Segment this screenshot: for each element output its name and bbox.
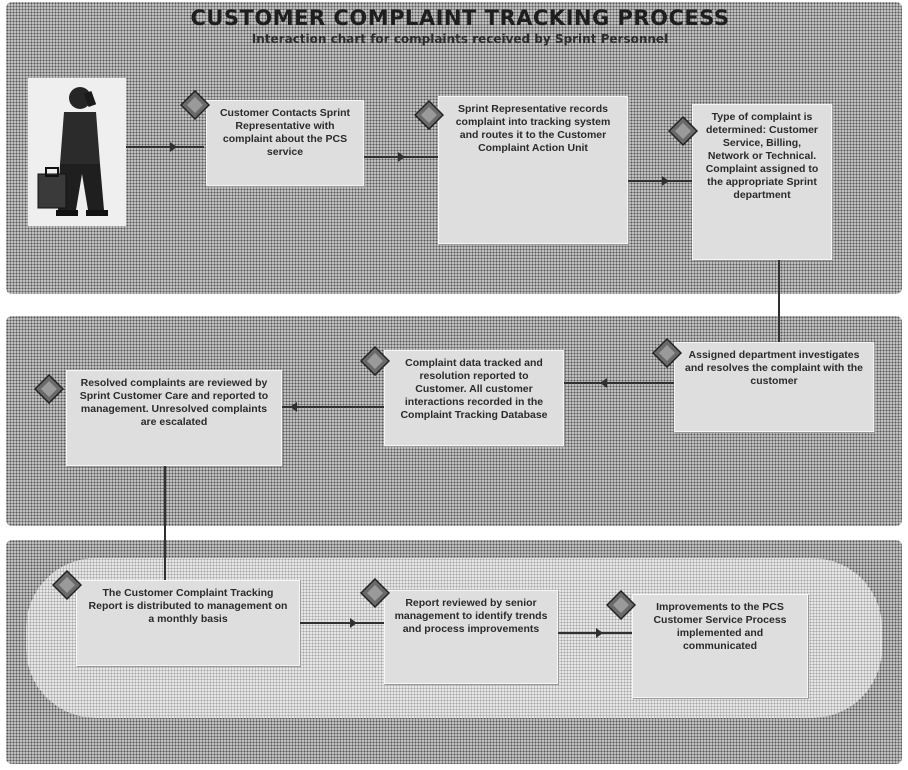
step-6-box: Resolved complaints are reviewed by Spri…	[66, 370, 282, 466]
step-4-text: Assigned department investigates and res…	[685, 349, 863, 387]
step-3-text: Type of complaint is determined: Custome…	[705, 111, 819, 201]
step-3-box: Type of complaint is determined: Custome…	[692, 104, 832, 260]
step-9-text: Improvements to the PCS Customer Service…	[653, 601, 787, 652]
page-title: CUSTOMER COMPLAINT TRACKING PROCESS	[190, 6, 730, 30]
connector-step-7-to-step-8	[300, 622, 384, 624]
step-3-marker-icon	[668, 116, 698, 146]
connector-step-5-to-step-6	[282, 406, 384, 408]
step-1-marker-icon	[180, 90, 210, 120]
step-8-box: Report reviewed by senior management to …	[384, 590, 558, 684]
step-7-marker-icon	[52, 570, 82, 600]
step-5-box: Complaint data tracked and resolution re…	[384, 350, 564, 446]
arrow-right-icon	[662, 176, 669, 186]
step-4-box: Assigned department investigates and res…	[674, 342, 874, 432]
step-7-box: The Customer Complaint Tracking Report i…	[76, 580, 300, 666]
step-9-marker-icon	[606, 590, 636, 620]
step-6-text: Resolved complaints are reviewed by Spri…	[79, 377, 269, 428]
step-6-marker-icon	[34, 374, 64, 404]
connector-step-3-to-step-4	[778, 260, 780, 342]
connector-step-8-to-step-9	[558, 632, 632, 634]
arrow-right-icon	[596, 628, 603, 638]
step-5-marker-icon	[360, 346, 390, 376]
step-8-text: Report reviewed by senior management to …	[394, 597, 548, 635]
step-2-marker-icon	[414, 100, 444, 130]
step-2-box: Sprint Representative records complaint …	[438, 96, 628, 244]
arrow-right-icon	[170, 142, 177, 152]
step-1-box: Customer Contacts Sprint Representative …	[206, 100, 364, 186]
connector-person-to-step-1	[126, 146, 204, 148]
person-on-phone-icon	[28, 78, 126, 226]
step-7-text: The Customer Complaint Tracking Report i…	[88, 587, 288, 625]
step-8-marker-icon	[360, 578, 390, 608]
step-9-box: Improvements to the PCS Customer Service…	[632, 594, 808, 698]
step-2-text: Sprint Representative records complaint …	[455, 103, 611, 154]
arrow-left-icon	[600, 378, 607, 388]
arrow-right-icon	[350, 618, 357, 628]
connector-step-4-to-step-5	[596, 382, 674, 384]
connector-step-4-to-step-5-b	[564, 382, 596, 384]
arrow-right-icon	[398, 152, 405, 162]
step-4-marker-icon	[652, 338, 682, 368]
connector-step-2-to-step-3	[628, 180, 692, 182]
step-5-text: Complaint data tracked and resolution re…	[400, 357, 548, 421]
page-subtitle: Interaction chart for complaints receive…	[251, 32, 669, 46]
header: CUSTOMER COMPLAINT TRACKING PROCESS Inte…	[170, 6, 750, 46]
arrow-left-icon	[290, 402, 297, 412]
step-1-text: Customer Contacts Sprint Representative …	[219, 107, 351, 158]
connector-step-6-to-step-7	[164, 466, 166, 580]
